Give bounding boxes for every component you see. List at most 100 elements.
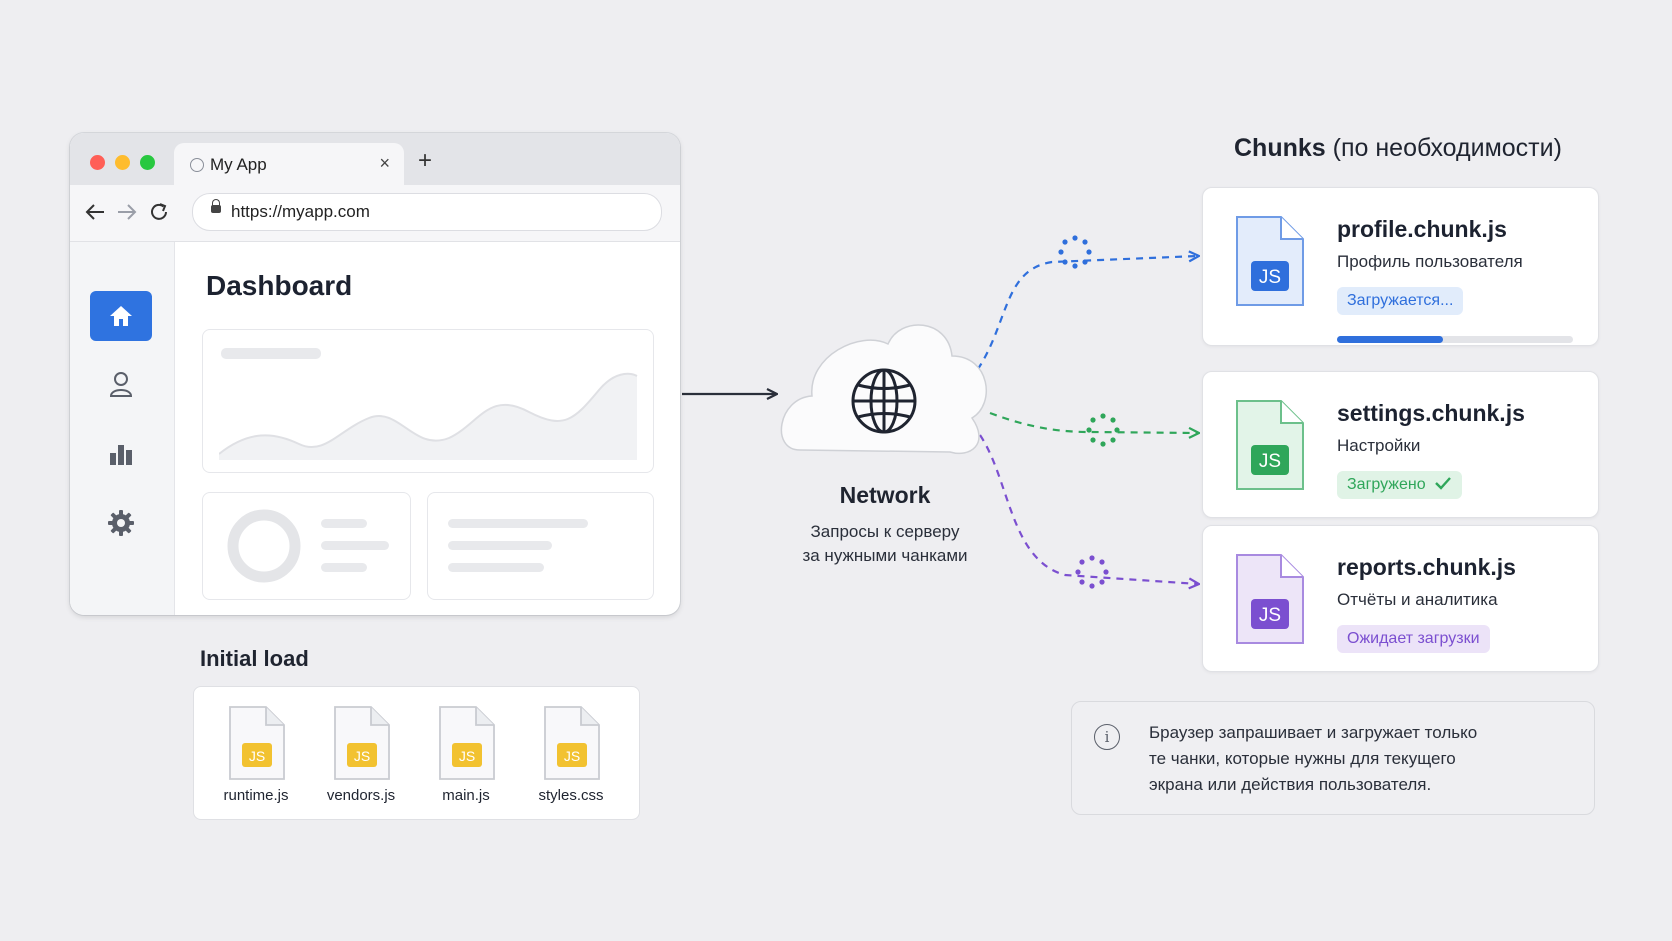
chunk-description: Настройки [1337, 436, 1421, 455]
js-file-icon: JS [1236, 216, 1304, 306]
forward-arrow-icon[interactable] [116, 202, 138, 222]
list-card [427, 492, 654, 600]
file-name: runtime.js [223, 787, 289, 804]
network-subtitle: Запросы к серверу за нужными чанками [760, 520, 1010, 568]
window-close-dot[interactable] [90, 155, 105, 170]
user-icon [109, 372, 133, 397]
status-badge: Загружено [1337, 471, 1462, 499]
initial-file: JS runtime.js [206, 701, 306, 811]
chart-card [202, 329, 654, 473]
status-text: Ожидает загрузки [1347, 630, 1480, 647]
network-title: Network [839, 482, 931, 508]
window-maximize-dot[interactable] [140, 155, 155, 170]
app-sidebar [70, 242, 175, 615]
browser-window: My App × + https://myapp.com [70, 133, 680, 615]
tab-favicon-icon [190, 158, 204, 172]
page-title: Dashboard [206, 270, 353, 301]
network-subtitle-line: за нужными чанками [802, 546, 968, 565]
globe-icon [851, 368, 917, 434]
initial-file: JS vendors.js [311, 701, 411, 811]
bar-chart-icon [110, 445, 132, 465]
initial-load-box: JS runtime.js JS vendors.js JS main.js JS style… [193, 686, 640, 820]
skeleton-line [321, 541, 389, 550]
tab-close-icon[interactable]: × [379, 153, 390, 173]
skeleton-line [448, 519, 588, 528]
browser-tab[interactable]: My App × [174, 143, 404, 189]
initial-load-label: Initial load [200, 646, 309, 671]
reload-icon[interactable] [148, 201, 170, 223]
network-subtitle-line: Запросы к серверу [810, 522, 960, 541]
skeleton-line [321, 519, 367, 528]
file-badge-text: JS [564, 748, 580, 764]
address-bar: https://myapp.com [70, 185, 680, 242]
skeleton-line [221, 348, 321, 359]
checkmark-icon [1434, 477, 1451, 490]
arrow-network-to-profile [969, 256, 1198, 381]
status-badge: Загружается... [1337, 287, 1464, 315]
chunks-title-bold: Chunks [1234, 134, 1326, 162]
chunk-name: profile.chunk.js [1337, 216, 1507, 242]
back-arrow-icon[interactable] [84, 202, 106, 222]
js-file-icon: JS [544, 706, 600, 780]
initial-file: JS main.js [416, 701, 516, 811]
arrow-network-to-settings [989, 411, 1198, 433]
file-badge-text: JS [1259, 605, 1281, 626]
info-box: i Браузер запрашивает и загружает только… [1071, 701, 1595, 815]
skeleton-line [448, 541, 552, 550]
gear-icon [108, 510, 134, 536]
skeleton-line [321, 563, 367, 572]
js-file-icon: JS [334, 706, 390, 780]
skeleton-line [448, 563, 544, 572]
browser-titlebar: My App × + [70, 133, 680, 189]
js-file-icon: JS [439, 706, 495, 780]
file-name: vendors.js [326, 787, 396, 804]
file-badge-text: JS [1259, 267, 1281, 288]
area-chart-placeholder [219, 372, 638, 460]
new-tab-icon[interactable]: + [418, 147, 433, 174]
chunk-name: settings.chunk.js [1337, 400, 1525, 426]
arrow-network-to-reports [979, 434, 1198, 584]
loading-spinner-purple [1075, 555, 1109, 589]
file-name: styles.css [538, 787, 604, 804]
chunk-description: Профиль пользователя [1337, 252, 1523, 271]
donut-chart-placeholder [227, 509, 301, 583]
sidebar-item-profile[interactable] [90, 360, 152, 410]
url-input[interactable]: https://myapp.com [192, 193, 662, 231]
chunks-title: Chunks (по необходимости) [1234, 134, 1562, 163]
js-file-icon: JS [1236, 400, 1304, 490]
info-icon: i [1094, 724, 1120, 750]
file-badge-text: JS [459, 748, 475, 764]
info-text: Браузер запрашивает и загружает только т… [1149, 720, 1579, 798]
tab-title: My App [210, 155, 267, 174]
initial-file: JS styles.css [521, 701, 621, 811]
loading-spinner-blue [1058, 235, 1092, 269]
donut-card [202, 492, 411, 600]
lock-icon [211, 199, 221, 213]
url-text: https://myapp.com [231, 202, 370, 221]
info-text-line: те чанки, которые нужны для текущего [1149, 749, 1456, 768]
progress-fill [1337, 336, 1444, 343]
file-name: main.js [442, 787, 490, 804]
sidebar-item-reports[interactable] [90, 429, 152, 479]
status-text: Загружено [1347, 476, 1426, 493]
info-text-line: экрана или действия пользователя. [1149, 775, 1432, 794]
window-minimize-dot[interactable] [115, 155, 130, 170]
sidebar-item-home[interactable] [90, 291, 152, 341]
file-badge-text: JS [354, 748, 370, 764]
file-badge-text: JS [1259, 451, 1281, 472]
chunk-description: Отчёты и аналитика [1337, 590, 1498, 609]
chunks-title-rest: (по необходимости) [1332, 134, 1562, 162]
sidebar-item-settings[interactable] [90, 498, 152, 548]
progress-bar [1337, 336, 1573, 343]
loading-spinner-green [1086, 413, 1120, 447]
js-file-icon: JS [1236, 554, 1304, 644]
status-text: Загружается... [1347, 292, 1454, 309]
home-icon [110, 306, 132, 326]
status-badge: Ожидает загрузки [1337, 625, 1490, 653]
file-badge-text: JS [249, 748, 265, 764]
chunk-name: reports.chunk.js [1337, 554, 1516, 580]
